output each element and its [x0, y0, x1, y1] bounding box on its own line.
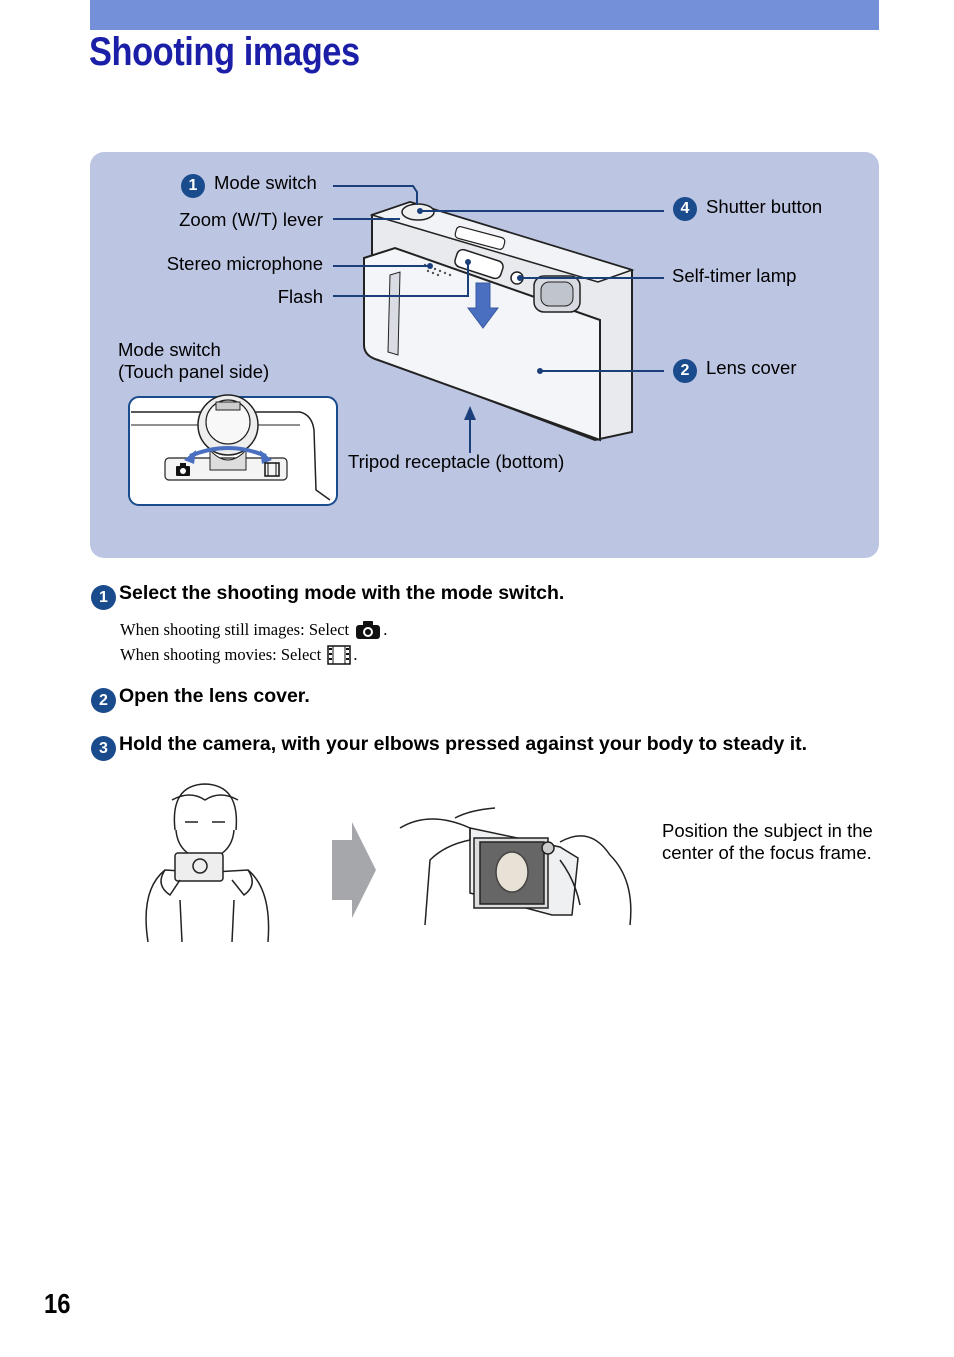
step-3-badge: 3	[91, 736, 116, 761]
still-period: .	[383, 620, 388, 639]
movie-period: .	[353, 645, 358, 664]
camera-icon	[355, 620, 381, 645]
step-1-text: Select the shooting mode with the mode s…	[119, 582, 565, 604]
label-touch-panel-side: (Touch panel side)	[118, 361, 270, 382]
page-title: Shooting images	[89, 30, 360, 74]
badge-lens-cover: 2	[673, 359, 697, 383]
label-mode-switch-touch: Mode switch	[118, 339, 221, 360]
step-1-movie: When shooting movies: Select .	[120, 645, 357, 670]
label-tripod-receptacle: Tripod receptacle (bottom)	[348, 451, 565, 472]
position-subject-note: Position the subject in the center of th…	[662, 820, 873, 863]
step-3-text: Hold the camera, with your elbows presse…	[119, 733, 808, 755]
badge-shutter-button: 4	[673, 197, 697, 221]
label-flash: Flash	[277, 286, 323, 307]
step-1-still: When shooting still images: Select .	[120, 620, 387, 645]
movie-icon	[327, 645, 352, 670]
header-bar	[90, 0, 879, 30]
page-number: 16	[44, 1288, 71, 1319]
label-self-timer-lamp: Self-timer lamp	[672, 265, 797, 286]
camera-icon	[176, 463, 190, 476]
hands-holding-camera	[399, 807, 632, 926]
label-shutter-button: Shutter button	[706, 196, 823, 217]
step-2-text: Open the lens cover.	[119, 685, 310, 707]
badge-mode-switch: 1	[181, 174, 205, 198]
person-holding-camera	[145, 783, 270, 943]
movie-prefix: When shooting movies: Select	[120, 645, 322, 664]
mode-switch-inset	[128, 394, 338, 506]
step-2-badge: 2	[91, 688, 116, 713]
label-zoom-lever: Zoom (W/T) lever	[179, 209, 323, 230]
label-stereo-microphone: Stereo microphone	[166, 253, 323, 274]
label-mode-switch: Mode switch	[214, 172, 317, 193]
step-1-badge: 1	[91, 585, 116, 610]
label-lens-cover: Lens cover	[706, 357, 797, 378]
movie-icon	[264, 462, 280, 477]
still-prefix: When shooting still images: Select	[120, 620, 350, 639]
arrow-right-icon	[332, 822, 376, 918]
